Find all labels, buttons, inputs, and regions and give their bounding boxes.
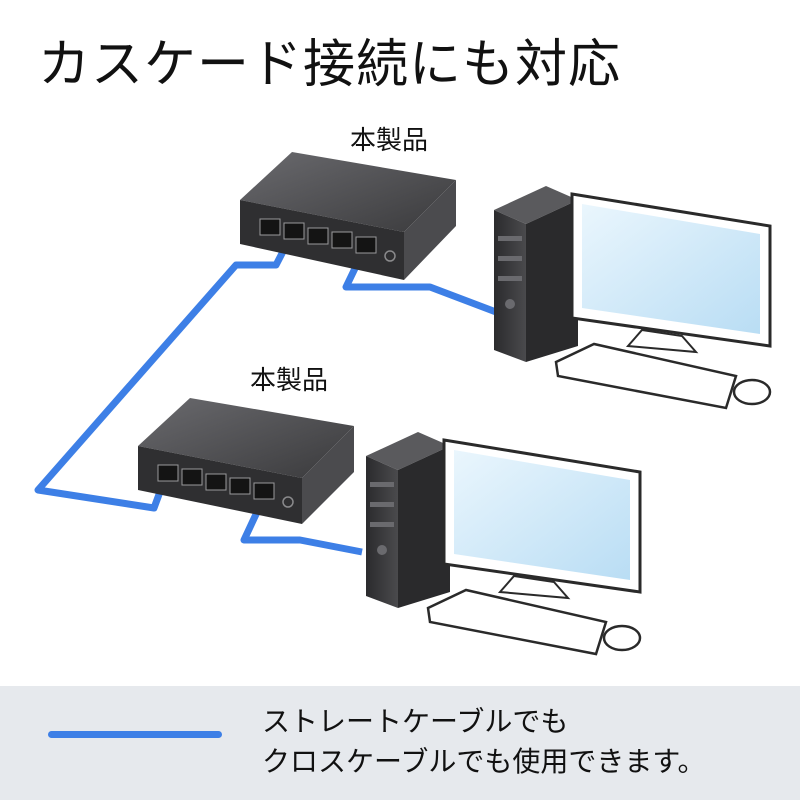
legend-cable-swatch (48, 731, 222, 738)
legend-line-1: ストレートケーブルでも (262, 705, 569, 738)
keyboard-icon (426, 588, 608, 656)
desktop-tower-icon (366, 432, 450, 608)
keyboard-icon (554, 342, 738, 410)
mouse-icon (732, 378, 772, 406)
switch-label-bottom: 本製品 (250, 366, 329, 396)
monitor-icon (442, 438, 642, 600)
pc-cable-bottom (240, 508, 363, 556)
mouse-icon (602, 624, 642, 652)
monitor-icon (570, 192, 772, 354)
desktop-tower-icon (494, 186, 578, 362)
switch-label-top: 本製品 (350, 126, 429, 156)
cascade-cable (34, 236, 294, 512)
network-switch-icon (138, 398, 354, 524)
legend-line-2: クロスケーブルでも使用できます。 (262, 745, 706, 778)
legend-box: ストレートケーブルでも クロスケーブルでも使用できます。 (0, 686, 800, 800)
pc-cable-top (342, 256, 498, 316)
page-title: カスケード接続にも対応 (38, 35, 622, 95)
legend-text: ストレートケーブルでも クロスケーブルでも使用できます。 (262, 702, 706, 782)
network-switch-icon (240, 152, 456, 280)
